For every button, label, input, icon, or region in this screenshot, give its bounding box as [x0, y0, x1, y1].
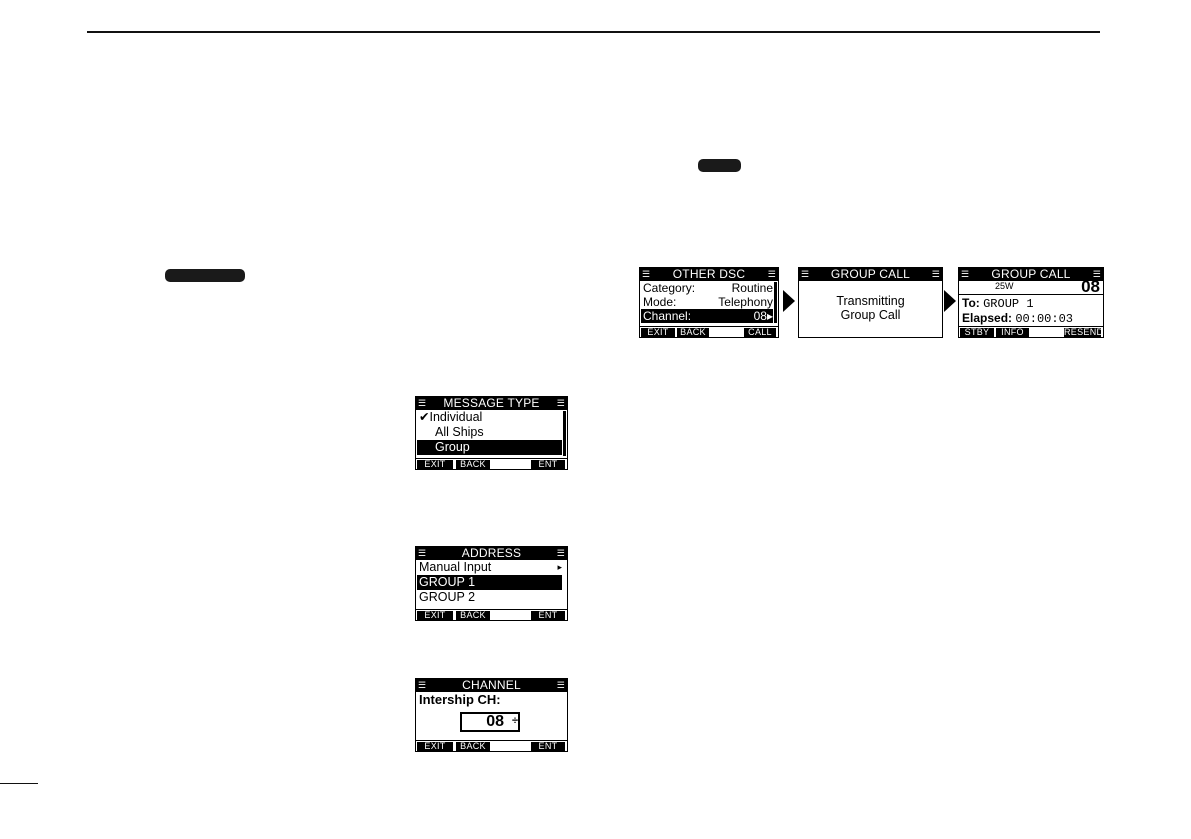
top-rule [87, 31, 1100, 33]
list-item-selected[interactable]: GROUP 1 [417, 575, 562, 590]
screen-title: ☰ ADDRESS ☰ [416, 546, 567, 560]
other-dsc-screen: ☰ OTHER DSC ☰ Category: Routine Mode: Te… [639, 267, 779, 338]
to-row: To: GROUP 1 [962, 296, 1034, 311]
stepper-icon[interactable]: ÷ [512, 715, 519, 727]
power-indicator: 25W [995, 281, 1014, 291]
list-item-selected[interactable]: Group [417, 440, 562, 455]
screen-title: ☰ GROUP CALL ☰ [959, 267, 1103, 281]
divider [959, 294, 1103, 295]
list-item[interactable]: All Ships [435, 425, 484, 439]
category-row[interactable]: Category: Routine [643, 281, 773, 295]
menu-icon: ☰ [556, 398, 565, 408]
mode-row[interactable]: Mode: Telephony [643, 295, 773, 309]
menu-icon: ☰ [931, 269, 940, 279]
back-softkey[interactable]: BACK [456, 742, 490, 751]
group-call-status-screen: ☰ GROUP CALL ☰ 25W 08 To: GROUP 1 Elapse… [958, 267, 1104, 338]
check-icon: ✔ [419, 410, 430, 424]
ent-softkey[interactable]: ENT [531, 460, 565, 469]
ent-softkey[interactable]: ENT [531, 742, 565, 751]
ent-softkey[interactable]: ENT [531, 611, 565, 620]
scrollbar[interactable] [774, 282, 777, 323]
channel-value-field[interactable]: 08 [460, 712, 520, 732]
menu-icon: ☰ [642, 269, 651, 279]
back-softkey[interactable]: BACK [456, 611, 490, 620]
screen-title: ☰ GROUP CALL ☰ [799, 267, 942, 281]
channel-label: Intership CH: [419, 692, 501, 707]
softkey-bar: EXIT BACK ENT [416, 458, 567, 469]
menu-icon: ☰ [767, 269, 776, 279]
softkey-bar: STBY INFO RESEND [959, 326, 1103, 337]
list-item[interactable]: GROUP 2 [419, 590, 476, 604]
softkey-bar: EXIT BACK CALL [640, 326, 778, 337]
exit-softkey[interactable]: EXIT [417, 460, 453, 469]
back-softkey[interactable]: BACK [456, 460, 490, 469]
menu-icon: ☰ [961, 269, 970, 279]
info-softkey[interactable]: INFO [996, 328, 1029, 337]
softkey-bar: EXIT BACK ENT [416, 740, 567, 751]
menu-icon: ☰ [1092, 269, 1101, 279]
menu-icon: ☰ [556, 680, 565, 690]
channel-number: 08 [1081, 277, 1100, 296]
back-softkey[interactable]: BACK [677, 328, 709, 337]
elapsed-row: Elapsed: 00:00:03 [962, 311, 1073, 326]
softkey-bar: EXIT BACK ENT [416, 609, 567, 620]
list-item[interactable]: Manual Input ▸ [419, 560, 562, 574]
menu-icon: ☰ [418, 680, 427, 690]
screen-title: ☰ CHANNEL ☰ [416, 678, 567, 692]
key-label-badge [165, 269, 245, 282]
bottom-rule [0, 783, 38, 784]
menu-icon: ☰ [801, 269, 810, 279]
call-softkey[interactable]: CALL [744, 328, 776, 337]
exit-softkey[interactable]: EXIT [641, 328, 675, 337]
screen-title: ☰ OTHER DSC ☰ [640, 267, 778, 281]
stby-softkey[interactable]: STBY [960, 328, 994, 337]
flow-arrow-icon [944, 290, 956, 312]
screen-title: ☰ MESSAGE TYPE ☰ [416, 396, 567, 410]
address-screen: ☰ ADDRESS ☰ Manual Input ▸ GROUP 1 GROUP… [415, 546, 568, 621]
exit-softkey[interactable]: EXIT [417, 611, 453, 620]
exit-softkey[interactable]: EXIT [417, 742, 453, 751]
message-type-screen: ☰ MESSAGE TYPE ☰ ✔Individual All Ships G… [415, 396, 568, 470]
menu-icon: ☰ [418, 398, 427, 408]
key-label-badge [698, 159, 741, 172]
menu-icon: ☰ [418, 548, 427, 558]
menu-icon: ☰ [556, 548, 565, 558]
group-call-transmitting-screen: ☰ GROUP CALL ☰ Transmitting Group Call [798, 267, 943, 338]
channel-screen: ☰ CHANNEL ☰ Intership CH: 08 ÷ EXIT BACK… [415, 678, 568, 752]
list-item[interactable]: ✔Individual [419, 410, 483, 424]
channel-row-selected[interactable]: Channel: 08▸ [641, 309, 773, 323]
status-message: Transmitting Group Call [836, 294, 905, 322]
chevron-right-icon: ▸ [557, 562, 562, 572]
flow-arrow-icon [783, 290, 795, 312]
scrollbar[interactable] [563, 411, 566, 456]
resend-softkey[interactable]: RESEND [1064, 327, 1104, 337]
